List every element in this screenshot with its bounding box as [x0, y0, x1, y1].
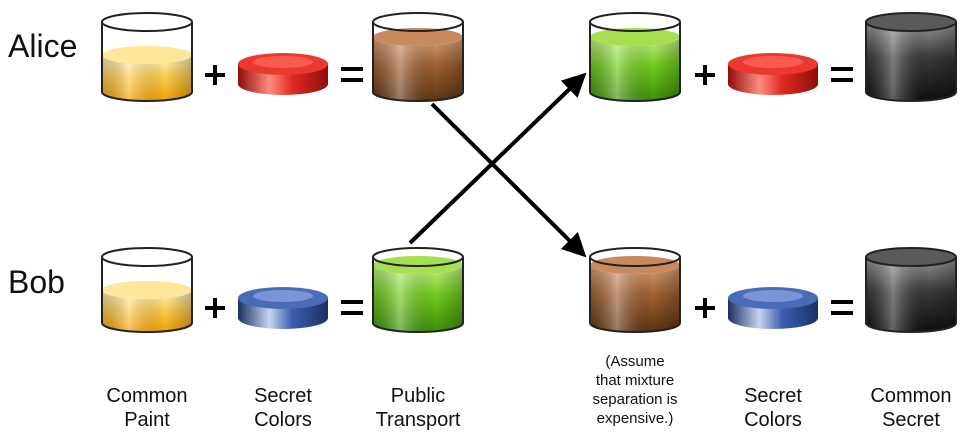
caption-secret-colors-right: Secret Colors — [718, 384, 828, 432]
note-line: (Assume — [605, 353, 665, 370]
alice-secret-color-disk-right — [728, 53, 818, 95]
caption-line: Common — [870, 385, 952, 407]
caption-line: Transport — [375, 409, 461, 431]
alice-common-paint-cup — [101, 12, 193, 102]
caption-secret-colors-left: Secret Colors — [228, 384, 338, 432]
bob-equals-sign-right — [831, 300, 853, 315]
alice-equals-sign — [341, 67, 363, 82]
assumption-note: (Assume that mixture separation is expen… — [580, 352, 690, 428]
bob-label: Bob — [8, 264, 65, 300]
note-line: that mixture — [595, 372, 675, 389]
note-line: expensive.) — [596, 410, 674, 427]
bob-plus-sign — [205, 298, 225, 318]
note-line: separation is — [592, 391, 678, 408]
caption-line: Secret — [254, 385, 312, 407]
bob-common-secret-cup — [865, 247, 957, 333]
caption-line: Common — [106, 385, 188, 407]
alice-secret-color-disk — [238, 53, 328, 95]
bob-equals-sign — [341, 300, 363, 315]
caption-line: Paint — [124, 409, 170, 431]
caption-line: Public — [390, 385, 446, 407]
exchange-arrow-bob-to-alice — [408, 72, 587, 245]
alice-mixture-cup — [372, 12, 464, 102]
bob-received-mixture-cup — [589, 247, 681, 333]
alice-equals-sign-right — [831, 67, 853, 82]
alice-label: Alice — [8, 28, 78, 64]
alice-common-secret-cup — [865, 12, 957, 102]
alice-plus-sign — [205, 65, 225, 85]
bob-plus-sign-right — [695, 298, 715, 318]
caption-line: Colors — [254, 409, 312, 431]
exchange-arrow-alice-to-bob — [430, 102, 587, 258]
caption-public-transport: Public Transport — [358, 384, 478, 432]
caption-line: Secret — [882, 409, 940, 431]
caption-line: Secret — [744, 385, 802, 407]
bob-common-paint-cup — [101, 247, 193, 333]
caption-common-secret: Common Secret — [856, 384, 966, 432]
alice-plus-sign-right — [695, 65, 715, 85]
caption-common-paint: Common Paint — [92, 384, 202, 432]
caption-line: Colors — [744, 409, 802, 431]
bob-mixture-cup — [372, 247, 464, 333]
alice-received-mixture-cup — [589, 12, 681, 102]
bob-secret-color-disk — [238, 287, 328, 329]
bob-secret-color-disk-right — [728, 287, 818, 329]
